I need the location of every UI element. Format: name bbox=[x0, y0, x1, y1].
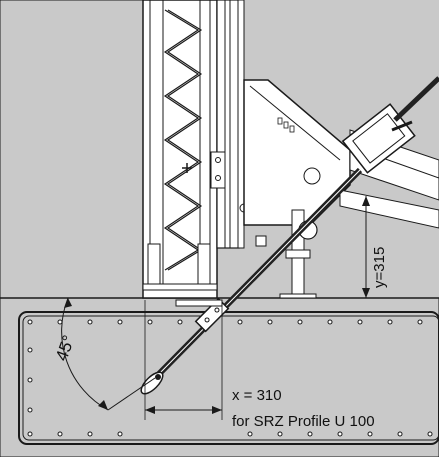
waler bbox=[216, 0, 240, 249]
angle-arc bbox=[61, 297, 109, 411]
floor-anchor-plate bbox=[175, 299, 223, 307]
truss-lattice bbox=[163, 9, 200, 271]
brace-bracket bbox=[243, 79, 351, 226]
x-dimension-label: x = 310 bbox=[232, 387, 282, 404]
y-dimension-label: y=315 bbox=[371, 247, 388, 288]
marker-symbol bbox=[182, 163, 192, 173]
profile-note: for SRZ Profile U 100 bbox=[232, 413, 375, 430]
rebar-frame-inner bbox=[22, 315, 439, 441]
rebar-dots-top bbox=[27, 319, 423, 325]
rebar-frame bbox=[18, 311, 439, 445]
rebar-dots-side bbox=[27, 347, 433, 437]
upper-spindle bbox=[393, 76, 439, 122]
concrete-wall bbox=[0, 0, 144, 299]
concrete-slab bbox=[0, 297, 439, 457]
brace-coupler bbox=[194, 297, 230, 333]
waler-clamp bbox=[210, 151, 226, 189]
bracket-holes bbox=[277, 117, 295, 133]
